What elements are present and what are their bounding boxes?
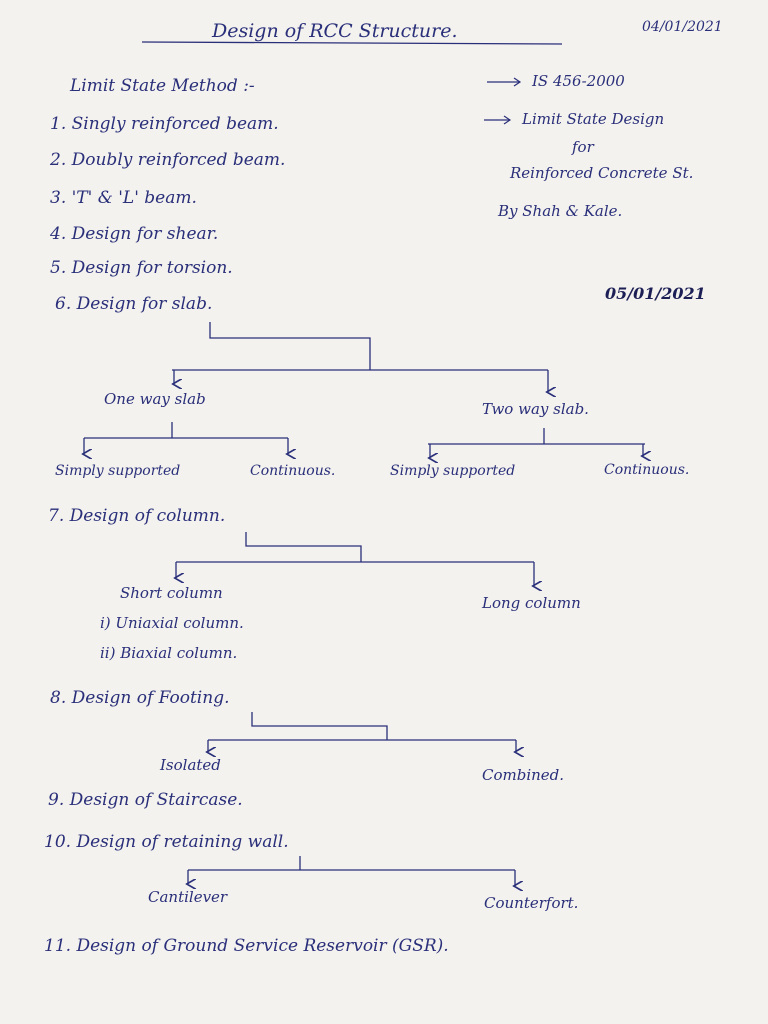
reference-book-line1: Limit State Design (522, 110, 665, 128)
column-biaxial: ii) Biaxial column. (100, 644, 238, 662)
title-underline (141, 41, 563, 45)
topic-9: 9. Design of Staircase. (48, 790, 243, 810)
reference-code: IS 456-2000 (532, 72, 625, 90)
slab-two-way: Two way slab. (482, 400, 589, 418)
column-long: Long column (482, 594, 581, 612)
reference-authors: By Shah & Kale. (498, 202, 623, 220)
date-stamp-2: 05/01/2021 (605, 284, 706, 303)
column-uniaxial: i) Uniaxial column. (100, 614, 244, 632)
topic-10: 10. Design of retaining wall. (44, 832, 289, 852)
wall-cantilever: Cantilever (148, 888, 228, 906)
footing-tree (208, 712, 516, 752)
topic-5: 5. Design for torsion. (50, 258, 233, 278)
topic-4: 4. Design for shear. (50, 224, 219, 244)
slab-two-way-simply: Simply supported (390, 463, 516, 479)
slab-two-way-continuous: Continuous. (604, 462, 690, 478)
column-short: Short column (120, 584, 223, 602)
topic-1: 1. Singly reinforced beam. (50, 114, 279, 134)
wall-counterfort: Counterfort. (484, 894, 579, 912)
reference-book-line2: for (572, 138, 594, 156)
date-stamp: 04/01/2021 (642, 19, 723, 35)
slab-tree (84, 322, 645, 458)
reference-book-line3: Reinforced Concrete St. (510, 164, 694, 182)
wall-tree (188, 856, 515, 886)
footing-combined: Combined. (482, 766, 565, 784)
topic-11: 11. Design of Ground Service Reservoir (… (44, 936, 449, 956)
slab-one-way-simply: Simply supported (55, 463, 181, 479)
column-tree (176, 532, 534, 586)
slab-one-way-continuous: Continuous. (250, 463, 336, 479)
page-title: Design of RCC Structure. (212, 20, 458, 42)
method-heading: Limit State Method :- (70, 76, 255, 96)
slab-one-way: One way slab (104, 390, 206, 408)
topic-8: 8. Design of Footing. (50, 688, 230, 708)
topic-7: 7. Design of column. (48, 506, 226, 526)
topic-3: 3. 'T' & 'L' beam. (50, 188, 197, 208)
topic-6: 6. Design for slab. (55, 294, 213, 314)
topic-2: 2. Doubly reinforced beam. (50, 150, 286, 170)
footing-isolated: Isolated (160, 756, 221, 774)
